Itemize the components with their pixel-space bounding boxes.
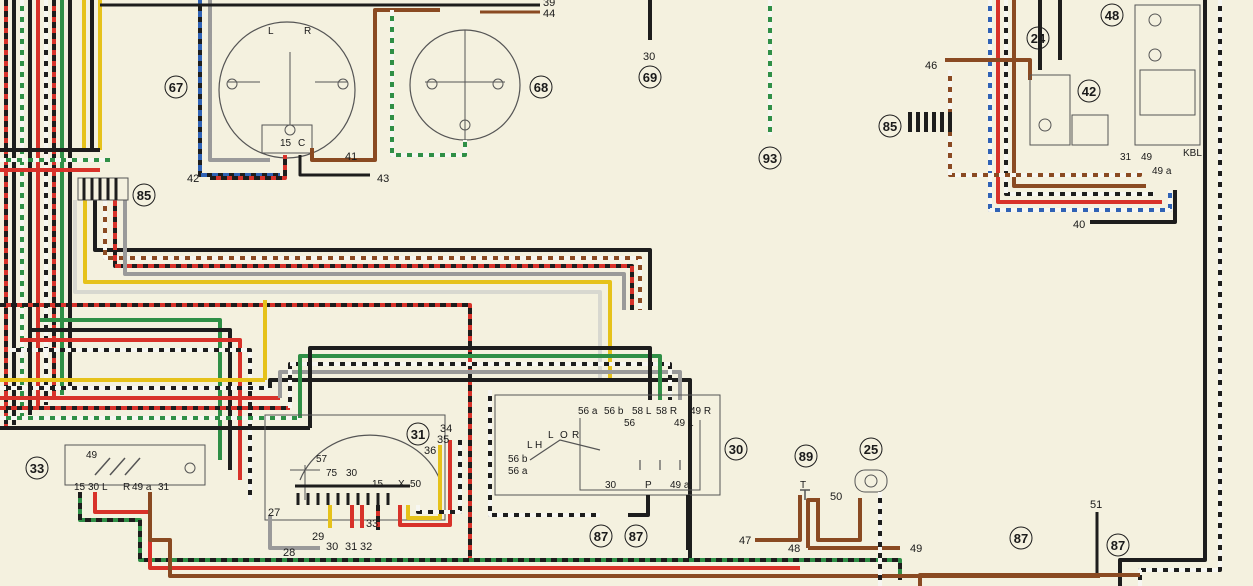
component-85-label-right: 85 (883, 119, 897, 134)
wire-label-27: 27 (268, 507, 280, 519)
right-harness (945, 0, 1222, 586)
switch-30: 56 a 56 b 56 58 L 58 R 49 R 49 L L H L O… (488, 390, 721, 550)
cluster31-terminal-30: 30 (346, 468, 358, 479)
switch33-terminal-49: 49 (86, 450, 98, 461)
wire-label-36: 36 (424, 445, 436, 457)
gauge67-terminal-r: R (304, 26, 311, 37)
wire-label-49: 49 (910, 543, 922, 555)
switch-33: 49 15 30 L R 49 a 31 (64, 444, 1100, 580)
gauge67-terminal-l: L (268, 26, 274, 37)
wire-label-30-bottom: 30 (326, 541, 338, 553)
connector-85-top (77, 177, 129, 201)
wire-label-46: 46 (925, 60, 937, 72)
switch30-terminal-49l: 49 L (674, 418, 694, 429)
switch33-terminal-49a: 49 a (132, 482, 152, 493)
wire-label-35: 35 (437, 434, 449, 446)
cluster31-terminal-75: 75 (326, 468, 338, 479)
relay48-terminal-kbl: KBL (1183, 148, 1202, 159)
switch30-terminal-p: P (645, 480, 652, 491)
wire-label-39: 39 (543, 0, 555, 9)
cluster31-terminal-50: 50 (410, 479, 422, 490)
wire-label-41: 41 (345, 151, 357, 163)
component-42-label: 42 (1082, 84, 1096, 99)
relay48-terminal-49: 49 (1141, 152, 1153, 163)
wire-label-31: 31 (345, 541, 357, 553)
component-85-label-left: 85 (137, 188, 151, 203)
main-harness (0, 200, 692, 560)
switch33-terminal-l: L (102, 482, 108, 493)
switch33-terminal-30: 30 (88, 482, 100, 493)
gauge-68 (409, 29, 521, 150)
component-68-label: 68 (534, 80, 548, 95)
gauge67-terminal-c: C (298, 138, 305, 149)
switch33-terminal-15: 15 (74, 482, 86, 493)
cluster31-terminal-x: X (398, 479, 405, 490)
wire-label-42: 42 (187, 173, 199, 185)
wire-label-33: 33 (366, 518, 378, 530)
cluster31-terminal-57: 57 (316, 454, 328, 465)
relay48-terminal-31: 31 (1120, 152, 1132, 163)
component-31-label: 31 (411, 427, 425, 442)
component-87-label-1: 87 (594, 529, 608, 544)
switch30-terminal-58l: 58 L (632, 406, 652, 417)
component-25-label: 25 (864, 442, 878, 457)
switch33-terminal-r: R (123, 482, 130, 493)
switch30-terminal-56a: 56 a (578, 406, 598, 417)
wire-label-51: 51 (1090, 499, 1102, 511)
component-33-label: 33 (30, 461, 44, 476)
wire-label-48: 48 (788, 543, 800, 555)
relay-24-42 (1029, 74, 1109, 146)
component-69-label: 69 (643, 70, 657, 85)
switch30-label-l: L (548, 430, 554, 441)
wire-label-28: 28 (283, 547, 295, 559)
wire-label-29: 29 (312, 531, 324, 543)
switch30-terminal-56a-side: 56 a (508, 466, 528, 477)
component-labels: 67 68 69 93 85 85 24 42 48 33 31 30 89 2… (25, 3, 1130, 557)
component-48-label: 48 (1105, 8, 1119, 23)
switch30-terminal-56b-side: 56 b (508, 454, 528, 465)
wire-label-43: 43 (377, 173, 389, 185)
switch30-terminal-30: 30 (605, 480, 617, 491)
component-93-label: 93 (763, 151, 777, 166)
gauge67-terminal-15: 15 (280, 138, 292, 149)
component-30-label: 30 (729, 442, 743, 457)
horn89-terminal-t: T (800, 480, 806, 491)
switch30-terminal-49r: 49 R (690, 406, 711, 417)
switch30-terminal-56: 56 (624, 418, 636, 429)
component-87-label-3: 87 (1014, 531, 1028, 546)
switch30-terminal-56b: 56 b (604, 406, 624, 417)
cluster31-terminal-15: 15 (372, 479, 384, 490)
component-67-label: 67 (169, 80, 183, 95)
switch30-terminal-58r: 58 R (656, 406, 677, 417)
bottom-right-wires (918, 512, 1140, 586)
switch30-label-lh: L H (527, 440, 542, 451)
lamp-25 (854, 469, 888, 586)
switch30-label-r: R (572, 430, 579, 441)
wire-label-44: 44 (543, 8, 555, 20)
connector-85-right (908, 112, 952, 132)
cluster-31: 57 75 30 15 X 50 (264, 414, 462, 550)
wire-label-47: 47 (739, 535, 751, 547)
wire-label-34: 34 (440, 423, 452, 435)
wire-label-32: 32 (360, 541, 372, 553)
component-87-label-4: 87 (1111, 538, 1125, 553)
horn-89: T (755, 480, 900, 550)
wire-label-50: 50 (830, 491, 842, 503)
gauge-wires (100, 0, 772, 180)
switch30-terminal-49a: 49 a (670, 480, 690, 491)
wire-label-30-top: 30 (643, 51, 655, 63)
component-89-label: 89 (799, 449, 813, 464)
switch30-label-o: O (560, 430, 568, 441)
component-87-label-2: 87 (629, 529, 643, 544)
component-24-label: 24 (1031, 31, 1046, 46)
switch33-terminal-31: 31 (158, 482, 170, 493)
relay-48: 31 49 49 a KBL (1120, 4, 1202, 177)
wire-labels: 39 44 30 46 42 41 43 40 47 48 49 50 51 2… (187, 0, 1102, 559)
wire-label-40: 40 (1073, 219, 1085, 231)
relay48-terminal-49a: 49 a (1152, 166, 1172, 177)
